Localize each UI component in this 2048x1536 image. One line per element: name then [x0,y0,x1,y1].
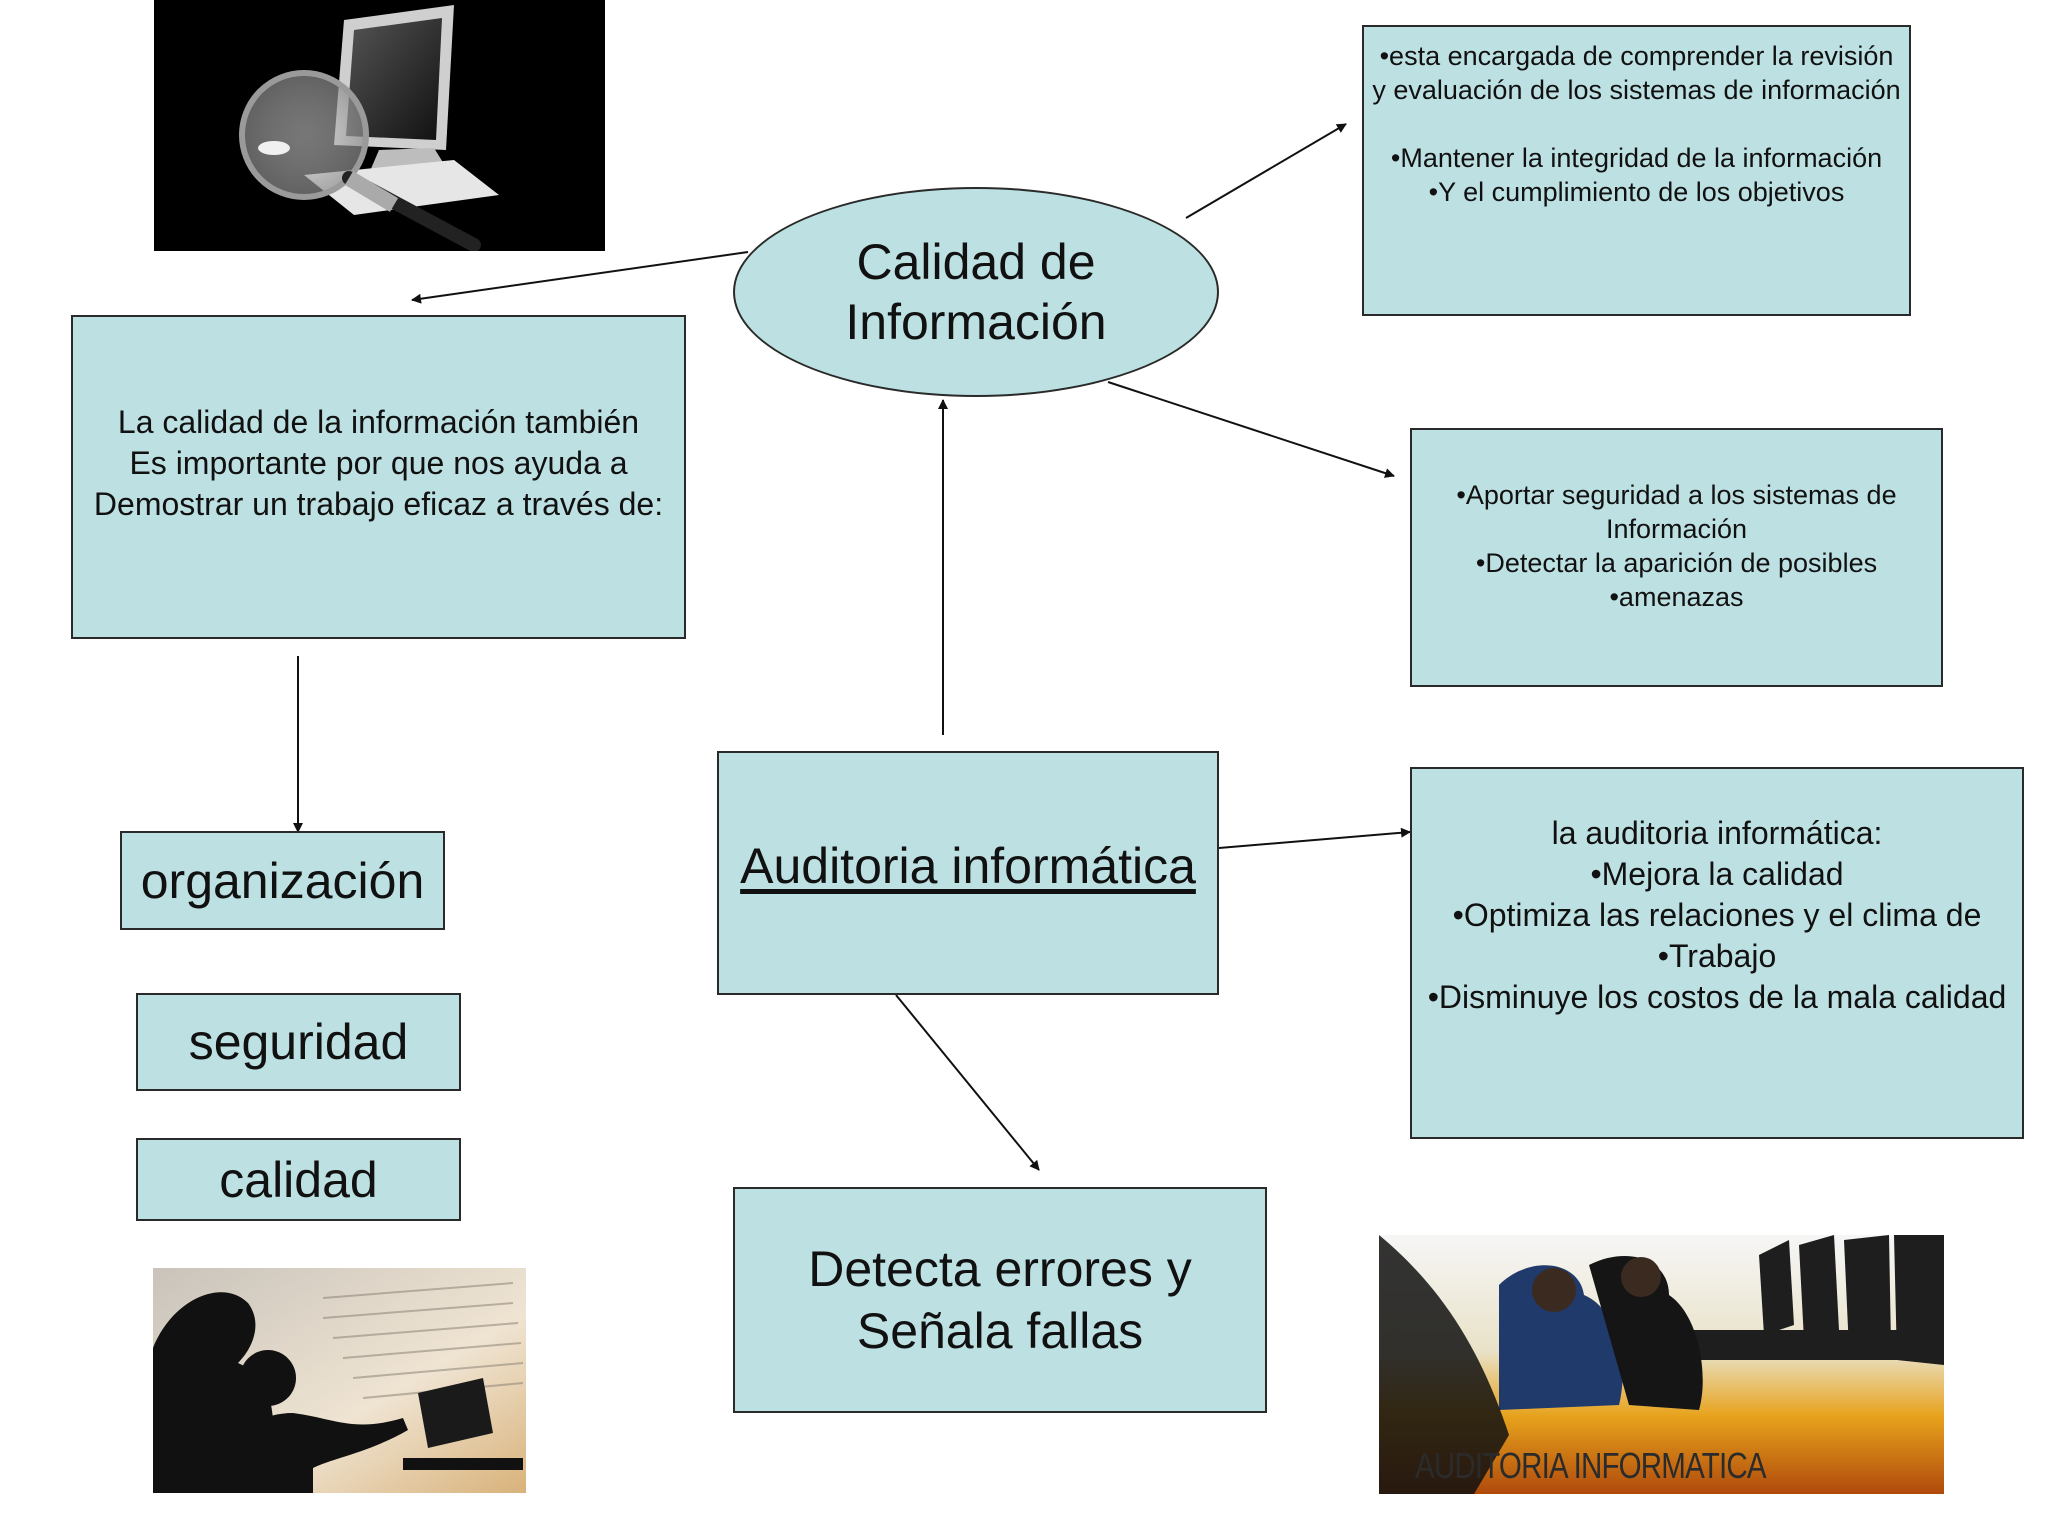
calidad-informacion-node: Calidad de Información [733,187,1219,397]
mid-right-box: •Aportar seguridad a los sistemas de Inf… [1410,428,1943,687]
left-description-box: La calidad de la información también Es … [71,315,686,639]
left-box-line-2: Es importante por que nos ayuda a [129,444,628,481]
top-right-box: •esta encargada de comprender la revisió… [1362,25,1911,316]
mid-right-line-4: •amenazas [1609,581,1744,612]
detecta-line-1: Detecta errores y [808,1241,1192,1297]
auditoria-photo-caption: AUDITORIA INFORMATICA [1415,1445,1767,1486]
top-right-line-2: y evaluación de los sistemas de informac… [1372,75,1901,105]
item-calidad: calidad [136,1138,461,1221]
item-calidad-label: calidad [219,1151,378,1208]
benefits-line-5: •Disminuye los costos de la mala calidad [1427,979,2007,1015]
arrow-auditoria-to-bottom [895,994,1040,1171]
arrow-to-top-right [1185,123,1347,219]
item-organizacion: organización [120,831,445,930]
center-title-line-1: Calidad de [856,234,1096,290]
benefits-line-3: •Optimiza las relaciones y el clima de [1452,897,1982,933]
left-box-line-1: La calidad de la información también [117,403,640,440]
detecta-errores-box: Detecta errores y Señala fallas [733,1187,1267,1413]
silhouette-workers-photo [153,1268,526,1493]
arrow-to-left-box [411,251,749,304]
computer-magnifier-photo [154,0,605,251]
top-right-line-1: •esta encargada de comprender la revisió… [1379,41,1894,71]
auditoria-informatica-node: Auditoria informática [717,751,1219,995]
mid-right-line-2: Información [1605,513,1748,544]
benefits-line-1: la auditoria informática: [1551,815,1883,851]
detecta-line-2: Señala fallas [856,1303,1144,1359]
mid-right-line-3: •Detectar la aparición de posibles [1475,547,1878,578]
auditoria-label: Auditoria informática [740,838,1196,894]
arrow-to-mid-right [1107,381,1395,478]
center-title-line-2: Información [845,294,1107,350]
top-right-line-4: •Mantener la integridad de la informació… [1390,143,1883,173]
item-seguridad-label: seguridad [188,1014,409,1070]
arrow-auditoria-to-right [1218,827,1411,849]
auditoria-photo: AUDITORIA INFORMATICA [1379,1235,1944,1494]
benefits-line-2: •Mejora la calidad [1590,856,1844,892]
top-right-line-5: •Y el cumplimiento de los objetivos [1428,177,1845,207]
item-organizacion-label: organización [140,852,425,909]
mid-right-line-1: •Aportar seguridad a los sistemas de [1456,479,1897,510]
auditoria-benefits-box: la auditoria informática: •Mejora la cal… [1410,767,2024,1139]
benefits-line-4: •Trabajo [1657,938,1777,974]
item-seguridad: seguridad [136,993,461,1091]
left-box-line-3: Demostrar un trabajo eficaz a través de: [93,485,664,522]
